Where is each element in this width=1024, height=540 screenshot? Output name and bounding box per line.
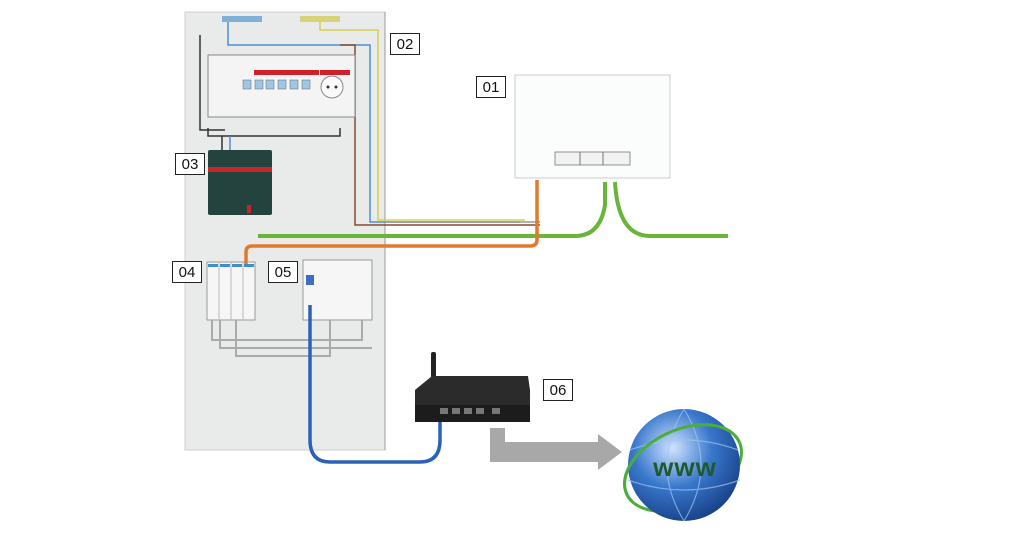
power-supply-device <box>208 150 272 215</box>
surge-protector-device <box>302 259 373 321</box>
label-03: 03 <box>175 153 205 175</box>
internet-arrow <box>490 428 622 470</box>
label-01: 01 <box>476 76 506 98</box>
home-access-point-device[interactable] <box>514 74 671 179</box>
panel-wiring <box>199 22 540 226</box>
globe-www-text: www <box>653 452 717 482</box>
label-02: 02 <box>390 33 420 55</box>
label-04: 04 <box>172 261 202 283</box>
terminal-strip-blue <box>222 16 262 22</box>
green-bus-cable <box>258 181 728 238</box>
breaker-block <box>207 54 356 118</box>
router-device[interactable] <box>415 352 530 422</box>
breaker-wiring <box>211 320 372 357</box>
label-06: 06 <box>543 379 573 401</box>
blue-network-cable <box>308 305 442 464</box>
internet-globe-icon <box>623 408 743 522</box>
circuit-breakers-device <box>206 261 256 321</box>
label-05: 05 <box>268 261 298 283</box>
orange-cable <box>244 180 539 264</box>
terminal-strip-yellow <box>300 16 340 22</box>
